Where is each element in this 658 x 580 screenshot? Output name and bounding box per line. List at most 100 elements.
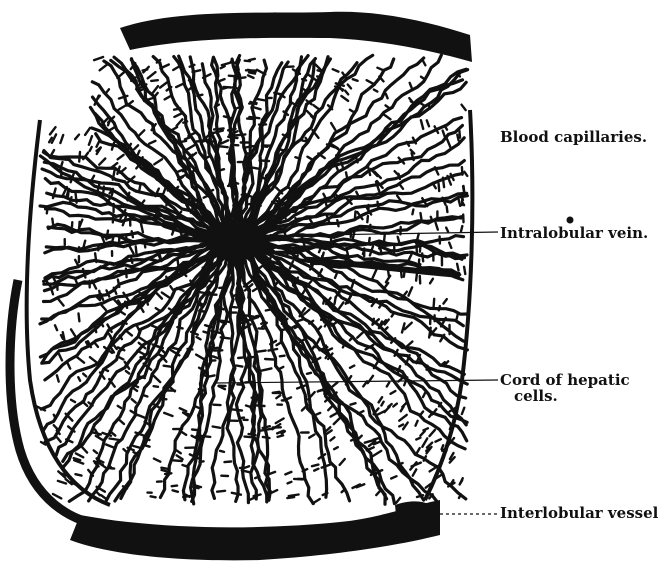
capillary-crosslink xyxy=(302,141,307,142)
central-vein xyxy=(206,220,266,260)
capillary-crosslink xyxy=(357,331,364,337)
capillary-crosslink xyxy=(387,382,390,386)
capillary-crosslink xyxy=(309,435,314,438)
capillary-crosslink xyxy=(256,405,264,406)
capillary-crosslink xyxy=(288,482,292,484)
capillary-crosslink xyxy=(71,400,75,402)
capillary-crosslink xyxy=(388,404,391,407)
capillary-crosslink xyxy=(405,323,412,330)
capillary-crosslink xyxy=(256,99,266,101)
capillary-crosslink xyxy=(447,207,448,213)
capillary-crosslink xyxy=(170,286,173,290)
capillary-crosslink xyxy=(249,103,256,104)
capillary-crosslink xyxy=(416,438,420,440)
capillary-crosslink xyxy=(367,80,375,84)
capillary-crosslink xyxy=(124,449,128,453)
capillary-crosslink xyxy=(94,450,97,453)
capillary-crosslink xyxy=(338,302,343,309)
capillary-crosslink xyxy=(245,437,254,438)
capillary-crosslink xyxy=(109,334,112,339)
capillary-crosslink xyxy=(386,94,388,98)
capillary-crosslink xyxy=(424,428,428,430)
capillary-crosslink xyxy=(137,151,140,157)
capillary-crosslink xyxy=(258,351,266,352)
capillary-crosslink xyxy=(162,293,169,298)
capillary-crosslink xyxy=(378,202,379,208)
capillary-crosslink xyxy=(401,272,402,278)
capillary-crosslink xyxy=(265,359,273,360)
capillary-crosslink xyxy=(379,397,383,402)
capillary-crosslink xyxy=(134,145,138,149)
capillary-crosslink xyxy=(153,86,158,93)
capillary-crosslink xyxy=(164,413,172,416)
capillary-crosslink xyxy=(153,375,160,382)
capillary-crosslink xyxy=(368,376,373,383)
capillary-crosslink xyxy=(149,141,155,144)
capillary-crosslink xyxy=(409,287,413,295)
capillary-crosslink xyxy=(119,419,125,424)
capillary-crosslink xyxy=(423,393,425,397)
capillary-crosslink xyxy=(311,347,314,352)
capillary-crosslink xyxy=(60,135,63,143)
capillary-crosslink xyxy=(104,369,108,371)
capillary-crosslink xyxy=(126,269,127,278)
capillary-crosslink xyxy=(442,445,444,449)
capillary-crosslink xyxy=(307,157,313,161)
capillary-crosslink xyxy=(282,400,287,401)
capillary-crosslink xyxy=(94,57,103,60)
capillary-crosslink xyxy=(262,120,266,121)
capillary-crosslink xyxy=(237,77,246,78)
capillary-crosslink xyxy=(85,128,90,135)
capillary-crosslink xyxy=(110,439,120,441)
capillary-crosslink xyxy=(355,211,356,220)
capillary-crosslink xyxy=(318,327,322,331)
capillary-crosslink xyxy=(280,356,285,357)
capillary-crosslink xyxy=(117,72,124,78)
capillary-crosslink xyxy=(443,178,444,188)
capillary-crosslink xyxy=(276,395,280,398)
capillary-crosslink xyxy=(287,497,294,498)
capillary-crosslink xyxy=(176,83,184,87)
capillary-crosslink xyxy=(403,423,408,430)
capillary-crosslink xyxy=(333,69,339,71)
cord-of-hepatic-cells-label-line1: Cord of hepatic xyxy=(500,372,630,388)
capillary-crosslink xyxy=(89,136,92,145)
capillary-crosslink xyxy=(429,104,430,108)
capillary-crosslink xyxy=(457,315,458,319)
capillary-crosslink xyxy=(219,146,228,147)
capillary-crosslink xyxy=(410,83,413,89)
capillary-crosslink xyxy=(278,367,283,370)
capillary-crosslink xyxy=(337,220,338,226)
capillary-crosslink xyxy=(188,349,193,350)
capillary-crosslink xyxy=(420,412,423,416)
capillary-crosslink xyxy=(461,226,462,231)
capillary-crosslink xyxy=(156,308,161,311)
capillary-crosslink xyxy=(318,70,323,72)
capillary-crosslink xyxy=(427,366,428,370)
capillary-crosslink xyxy=(183,413,188,414)
capillary-crosslink xyxy=(225,462,232,463)
capillary-crosslink xyxy=(421,213,422,219)
capillary-crosslink xyxy=(350,366,354,368)
capillary-crosslink xyxy=(119,311,125,315)
capillary-crosslink xyxy=(302,79,306,80)
capillary-crosslink xyxy=(141,223,143,233)
capillary-crosslink xyxy=(96,436,104,441)
capillary-crosslink xyxy=(101,464,107,468)
capillary-crosslink xyxy=(229,76,237,77)
capillary-crosslink xyxy=(283,329,288,330)
capillary-crosslink xyxy=(145,242,146,247)
capillary-crosslink xyxy=(346,172,347,177)
capillary-crosslink xyxy=(154,386,158,387)
capillary-crosslink xyxy=(214,129,224,130)
capillary-crosslink xyxy=(79,152,80,162)
capillary-crosslink xyxy=(294,479,303,480)
capillary-crosslink xyxy=(157,354,164,357)
capillary-crosslink xyxy=(140,89,145,91)
capillary-crosslink xyxy=(131,258,132,263)
capillary-crosslink xyxy=(246,204,256,205)
capillary-crosslink xyxy=(351,439,355,441)
capillary-crosslink xyxy=(449,243,451,248)
capillary-crosslink xyxy=(224,116,233,118)
capillary-crosslink xyxy=(248,357,254,358)
